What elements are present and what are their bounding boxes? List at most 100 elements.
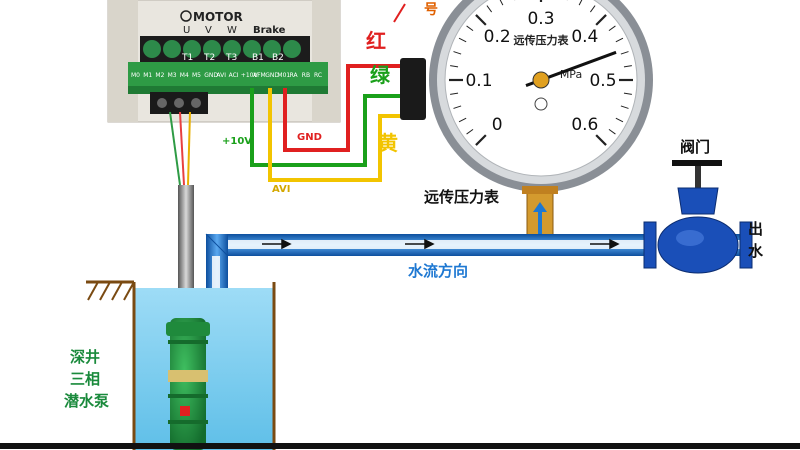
gauge-minor-tick (466, 25, 474, 32)
terminal-t2: T2 (203, 53, 215, 63)
signal-arrow-icon (393, 3, 406, 23)
gauge-minor-tick (578, 0, 583, 6)
terminal-b2: B2 (272, 53, 284, 63)
control-terminal-label: M4 (180, 72, 189, 79)
gauge-tick-label: 0 (492, 115, 503, 135)
gauge-minor-tick (458, 37, 467, 43)
wire-label-green: 绿 (370, 63, 391, 87)
terminal-t3: T3 (225, 53, 237, 63)
flow-direction-label: 水流方向 (408, 262, 468, 280)
gauge-tick-label: 0.4 (571, 27, 598, 47)
gauge-minor-tick (453, 105, 462, 109)
control-terminal-label: M0 (131, 72, 140, 79)
gauge-major-tick (595, 14, 607, 26)
terminal-u: U (183, 25, 190, 36)
gauge-minor-tick (608, 128, 616, 135)
signal-wires (250, 64, 412, 182)
gauge-minor-tick (486, 5, 493, 13)
control-terminal-label: RB (302, 72, 310, 79)
gauge-ticks (449, 0, 633, 146)
signal-label: 号 (424, 2, 438, 18)
control-terminal-label: M3 (168, 72, 177, 79)
gauge-minor-tick (623, 92, 632, 95)
control-terminal-label: RA (290, 72, 299, 79)
control-terminal-label: RC (314, 72, 322, 79)
vfd-brand: MOTOR (193, 10, 243, 24)
outlet-label-2: 水 (748, 242, 764, 260)
yellow-wire (268, 88, 412, 182)
control-terminal-label: ACI (229, 72, 239, 79)
control-terminal-label: GND (204, 72, 218, 79)
valve-label: 阀门 (680, 138, 710, 156)
gauge-minor-tick (615, 37, 624, 43)
power-terminal-screws (143, 40, 301, 58)
pump-riser-cable (178, 185, 194, 297)
valve (643, 160, 753, 274)
pump-logo-icon (180, 406, 190, 416)
brand-logo-icon (180, 10, 192, 22)
control-terminal-label: +10V (241, 72, 259, 79)
gauge-tick-label: 0.3 (527, 9, 554, 29)
control-terminal-label: GND (265, 72, 279, 79)
pump-label-line2: 三相 (70, 370, 100, 388)
control-terminal-label: M5 (192, 72, 201, 79)
valve-stem (695, 166, 701, 188)
gauge-face-title: 远传压力表 (514, 33, 570, 47)
gauge-minor-tick (615, 117, 624, 123)
gauge-minor-tick (458, 117, 467, 123)
gauge-tick-labels: 0 0.1 0.2 0.3 0.4 0.5 0.6 (465, 9, 616, 135)
avi-label: AVI (272, 184, 291, 195)
gauge-minor-tick (608, 25, 616, 32)
control-terminal-label: AVI (216, 72, 226, 79)
plus10v-label: +10V (222, 136, 252, 147)
pressure-gauge: 00.10.20.30.40.50.6 远传压力表 MPa (400, 0, 653, 239)
control-terminal-label: M2 (155, 72, 164, 79)
gauge-flow-up-icon (533, 202, 547, 212)
gauge-minor-tick (499, 0, 504, 6)
gauge-tick-label: 0.2 (484, 27, 511, 47)
control-terminal-label: M1 (143, 72, 152, 79)
gauge-major-tick (475, 134, 487, 146)
wire-label-red: 红 (366, 29, 386, 53)
gauge-tick-label: 0.5 (589, 71, 616, 91)
gauge-minor-tick (620, 105, 629, 109)
terminal-w: W (227, 25, 237, 36)
gauge-minor-tick (450, 92, 459, 95)
gauge-minor-tick (466, 128, 474, 135)
pump-nameplate (168, 370, 208, 382)
control-terminal-strip (128, 62, 328, 86)
terminal-t1: T1 (181, 53, 193, 63)
outlet-label-1: 出 (748, 220, 763, 238)
ground-hatch (87, 281, 135, 301)
gauge-major-tick (475, 14, 487, 26)
red-wire (283, 64, 412, 152)
wire-label-yellow: 黄 (378, 131, 398, 155)
gauge-major-tick (595, 134, 607, 146)
gauge-tick-label: 0.6 (571, 115, 598, 135)
pump-label-line3: 潜水泵 (64, 392, 109, 410)
submersible-pump (166, 318, 210, 450)
flow-arrow-icon (424, 238, 435, 250)
valve-handwheel (672, 160, 722, 166)
terminal-brake: Brake (253, 25, 286, 36)
gnd-label: GND (297, 132, 322, 143)
gauge-minor-tick (589, 5, 596, 13)
pump-label-line1: 深井 (70, 348, 100, 366)
gauge-minor-tick (453, 51, 462, 55)
gauge-minor-tick (620, 51, 629, 55)
gauge-tick-label: 0.1 (465, 71, 492, 91)
flow-arrow-icon (609, 238, 620, 250)
terminal-v: V (205, 25, 212, 36)
motor-wires (169, 111, 191, 186)
gauge-caption: 远传压力表 (424, 188, 500, 206)
gauge-connector (400, 58, 426, 120)
flow-arrow-icon (281, 238, 292, 250)
green-wire (250, 88, 412, 167)
power-terminal-labels: U V W Brake T1 T2 T3 B1 B2 (181, 25, 286, 63)
gauge-minor-tick (450, 65, 459, 68)
gauge-minor-tick (623, 65, 632, 68)
